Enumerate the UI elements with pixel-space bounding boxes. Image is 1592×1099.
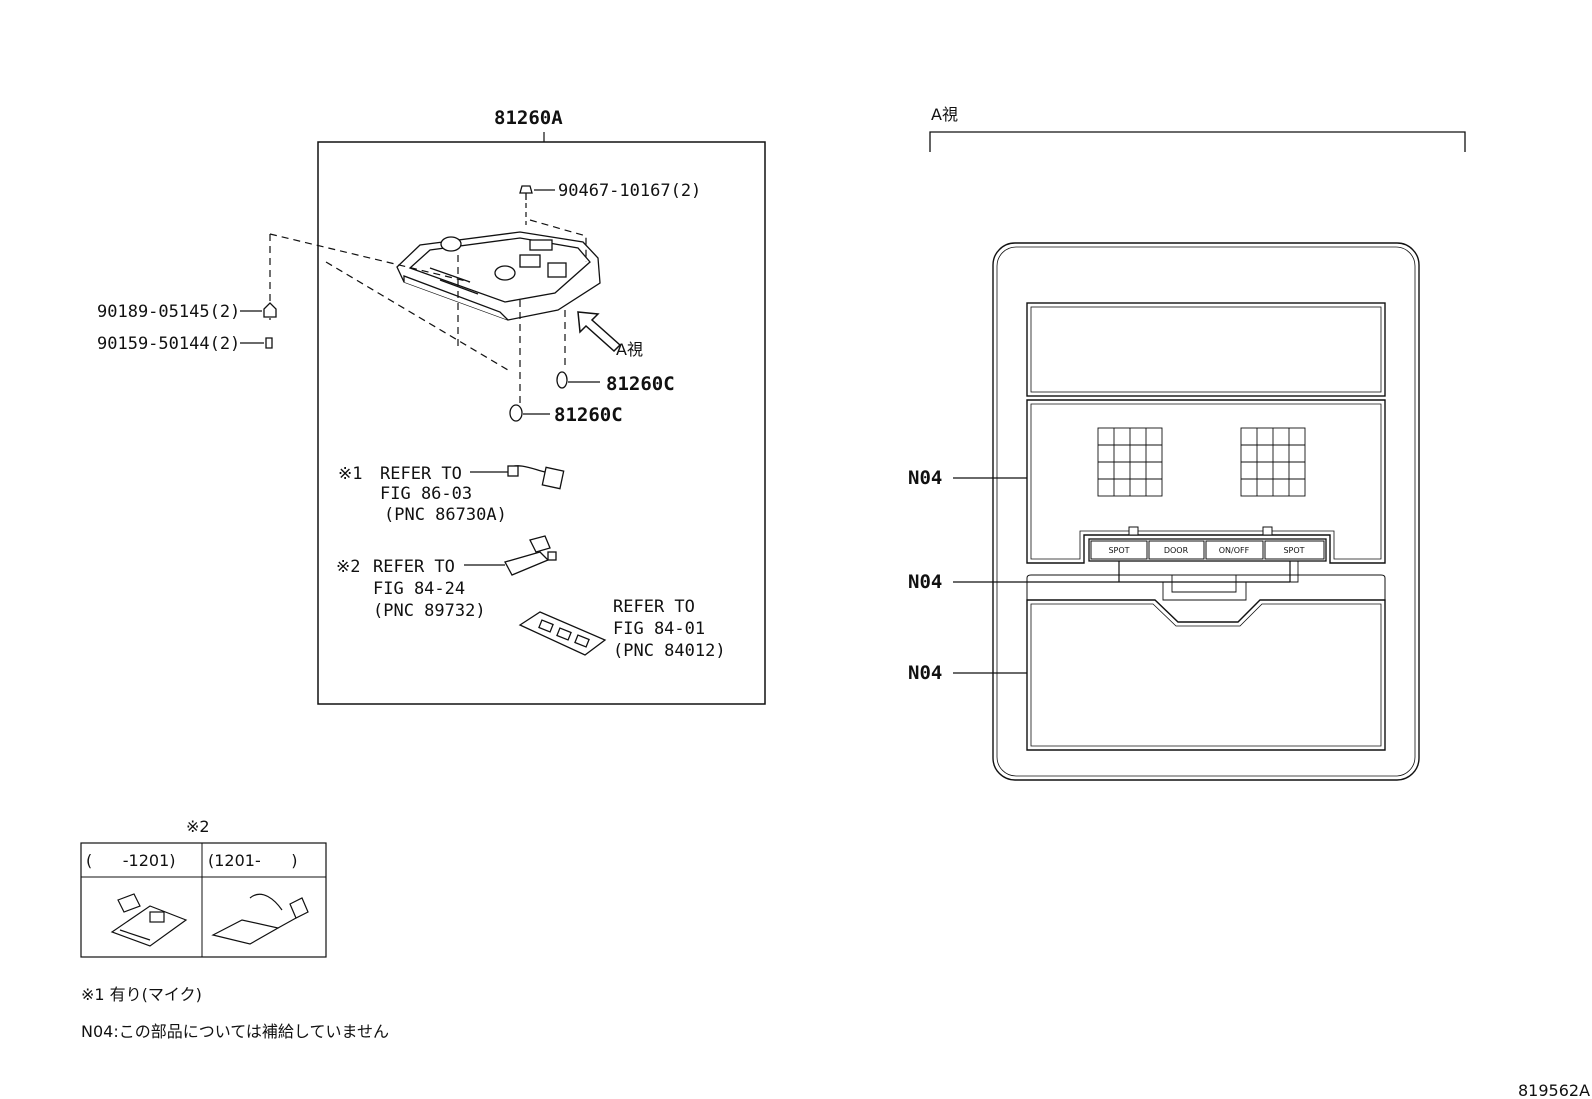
ref3-line2: FIG 84-01 <box>613 619 705 639</box>
svg-text:DOOR: DOOR <box>1164 546 1189 555</box>
lower-band <box>1026 574 1386 600</box>
note-1: ※1 有り(マイク) <box>81 985 202 1004</box>
screw-left-label: 90159-50144(2) <box>97 334 240 354</box>
button-spot-right: SPOT <box>1264 540 1325 560</box>
switch-panel-icon <box>518 611 607 656</box>
dome-lamp-housing <box>396 231 601 321</box>
ref2-line3: (PNC 89732) <box>373 601 486 621</box>
view-arrow-icon <box>577 311 622 353</box>
n04-label-2: N04 <box>908 571 942 593</box>
bulb-icon <box>556 371 568 389</box>
ref1-mark: ※1 <box>338 464 362 484</box>
ref1-line1: REFER TO <box>380 464 462 484</box>
screw-top-icon <box>519 185 533 200</box>
table-col1-header: ( -1201) <box>86 851 176 870</box>
svg-text:SPOT: SPOT <box>1283 546 1304 555</box>
ref2-line2: FIG 84-24 <box>373 579 465 599</box>
ref3-line3: (PNC 84012) <box>613 641 726 661</box>
lamp-grille-left <box>1097 427 1163 497</box>
console-shell <box>992 242 1420 781</box>
nut-label: 90189-05145(2) <box>97 302 240 322</box>
screw-left-icon <box>265 337 273 349</box>
figure-code: 819562A <box>1518 1081 1590 1099</box>
ref2-line1: REFER TO <box>373 557 455 577</box>
leader-dashes <box>269 219 587 405</box>
sunglass-holder-lid <box>1026 599 1386 751</box>
button-spot-left: SPOT <box>1090 540 1148 560</box>
ref2-mark: ※2 <box>336 557 360 577</box>
switch-variant-old-icon <box>110 893 188 947</box>
assembly-frame <box>317 141 766 705</box>
indicator-left <box>1128 526 1139 536</box>
switch-icon <box>504 535 557 576</box>
svg-text:ON/OFF: ON/OFF <box>1219 546 1250 555</box>
lamp-grille-right <box>1240 427 1306 497</box>
button-door: DOOR <box>1148 540 1205 560</box>
top-lens <box>1026 302 1386 397</box>
n04-label-3: N04 <box>908 662 942 684</box>
indicator-right <box>1262 526 1273 536</box>
variant-table <box>80 842 327 958</box>
ref3-line1: REFER TO <box>613 597 695 617</box>
button-on-off: ON/OFF <box>1205 540 1264 560</box>
n04-label-1: N04 <box>908 467 942 489</box>
map-light-panel <box>1026 399 1386 564</box>
view-bracket <box>929 131 1466 152</box>
note-2: N04:この部品については補給していません <box>81 1022 389 1041</box>
table-mark: ※2 <box>186 817 210 836</box>
view-title: A視 <box>931 105 958 124</box>
ref1-line2: FIG 86-03 <box>380 484 472 504</box>
switch-variant-new-icon <box>211 893 309 945</box>
bulb-2-label: 81260C <box>554 404 623 426</box>
assembly-label: 81260A <box>494 107 563 129</box>
view-arrow-label: A視 <box>616 340 643 359</box>
svg-text:SPOT: SPOT <box>1108 546 1129 555</box>
bulb-1-label: 81260C <box>606 373 675 395</box>
bulb-icon <box>509 404 523 422</box>
microphone-icon <box>507 465 565 490</box>
ref1-line3: (PNC 86730A) <box>384 505 507 525</box>
nut-icon <box>263 302 277 318</box>
screw-top-label: 90467-10167(2) <box>558 181 701 201</box>
table-col2-header: (1201- ) <box>208 851 298 870</box>
